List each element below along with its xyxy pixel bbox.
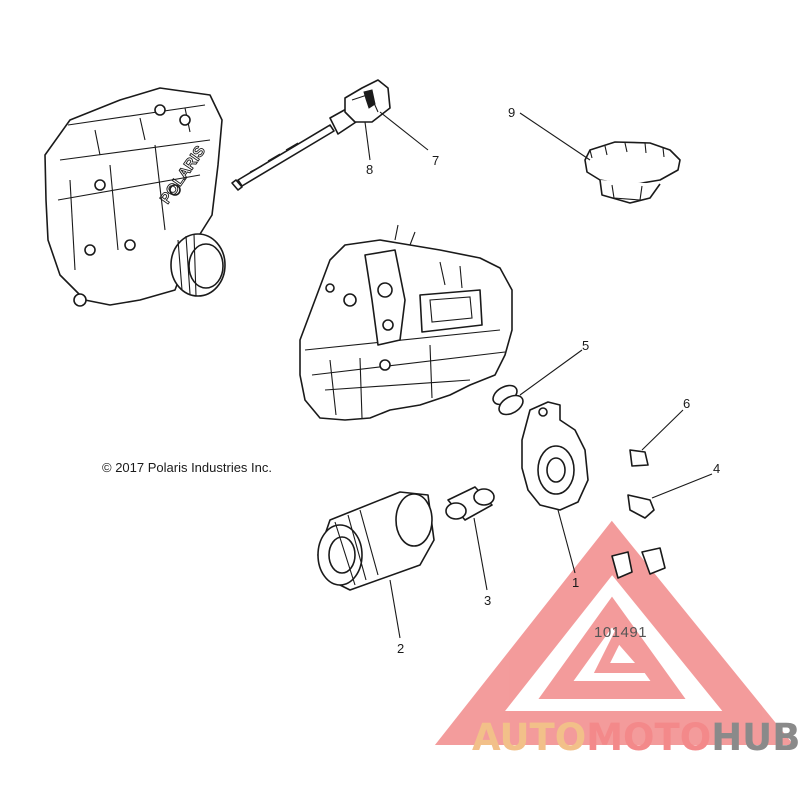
callout-9: 9 [508, 105, 515, 120]
callout-4: 4 [713, 461, 720, 476]
watermark-word-auto: AUTO [472, 716, 586, 759]
svg-text:AUTOMOTOHUB: AUTOMOTOHUB [472, 716, 800, 759]
bolts [611, 449, 666, 579]
oil-filter [317, 491, 435, 591]
callout-3: 3 [484, 593, 491, 608]
watermark-word-hub: HUB [711, 716, 800, 759]
watermark-word-moto: MOTO [586, 716, 711, 759]
engine-cylinder-head: POLARIS [44, 87, 226, 307]
callout-labels: 1 2 3 4 5 6 7 8 9 [366, 105, 720, 656]
oil-filler-cap [584, 141, 681, 204]
drawing-number: 101491 [594, 624, 647, 641]
adapter-sleeve [445, 486, 495, 521]
callout-8: 8 [366, 162, 373, 177]
callout-7: 7 [432, 153, 439, 168]
watermark-triangle-center [593, 627, 658, 673]
oil-filter-adapter [521, 401, 589, 511]
watermark-wordmark: AUTOMOTOHUB [472, 716, 800, 759]
watermark-logo [434, 520, 794, 745]
watermark-triangle-inner [538, 596, 686, 699]
copyright-notice: © 2017 Polaris Industries Inc. [102, 460, 272, 475]
leader-lines [364, 111, 713, 639]
dipstick-assembly [231, 79, 391, 191]
callout-5: 5 [582, 338, 589, 353]
callout-6: 6 [683, 396, 690, 411]
o-rings [492, 384, 524, 416]
engine-crankcase [299, 224, 513, 421]
callout-1: 1 [572, 575, 579, 590]
callout-2: 2 [397, 641, 404, 656]
watermark-triangle-outer [434, 520, 794, 745]
